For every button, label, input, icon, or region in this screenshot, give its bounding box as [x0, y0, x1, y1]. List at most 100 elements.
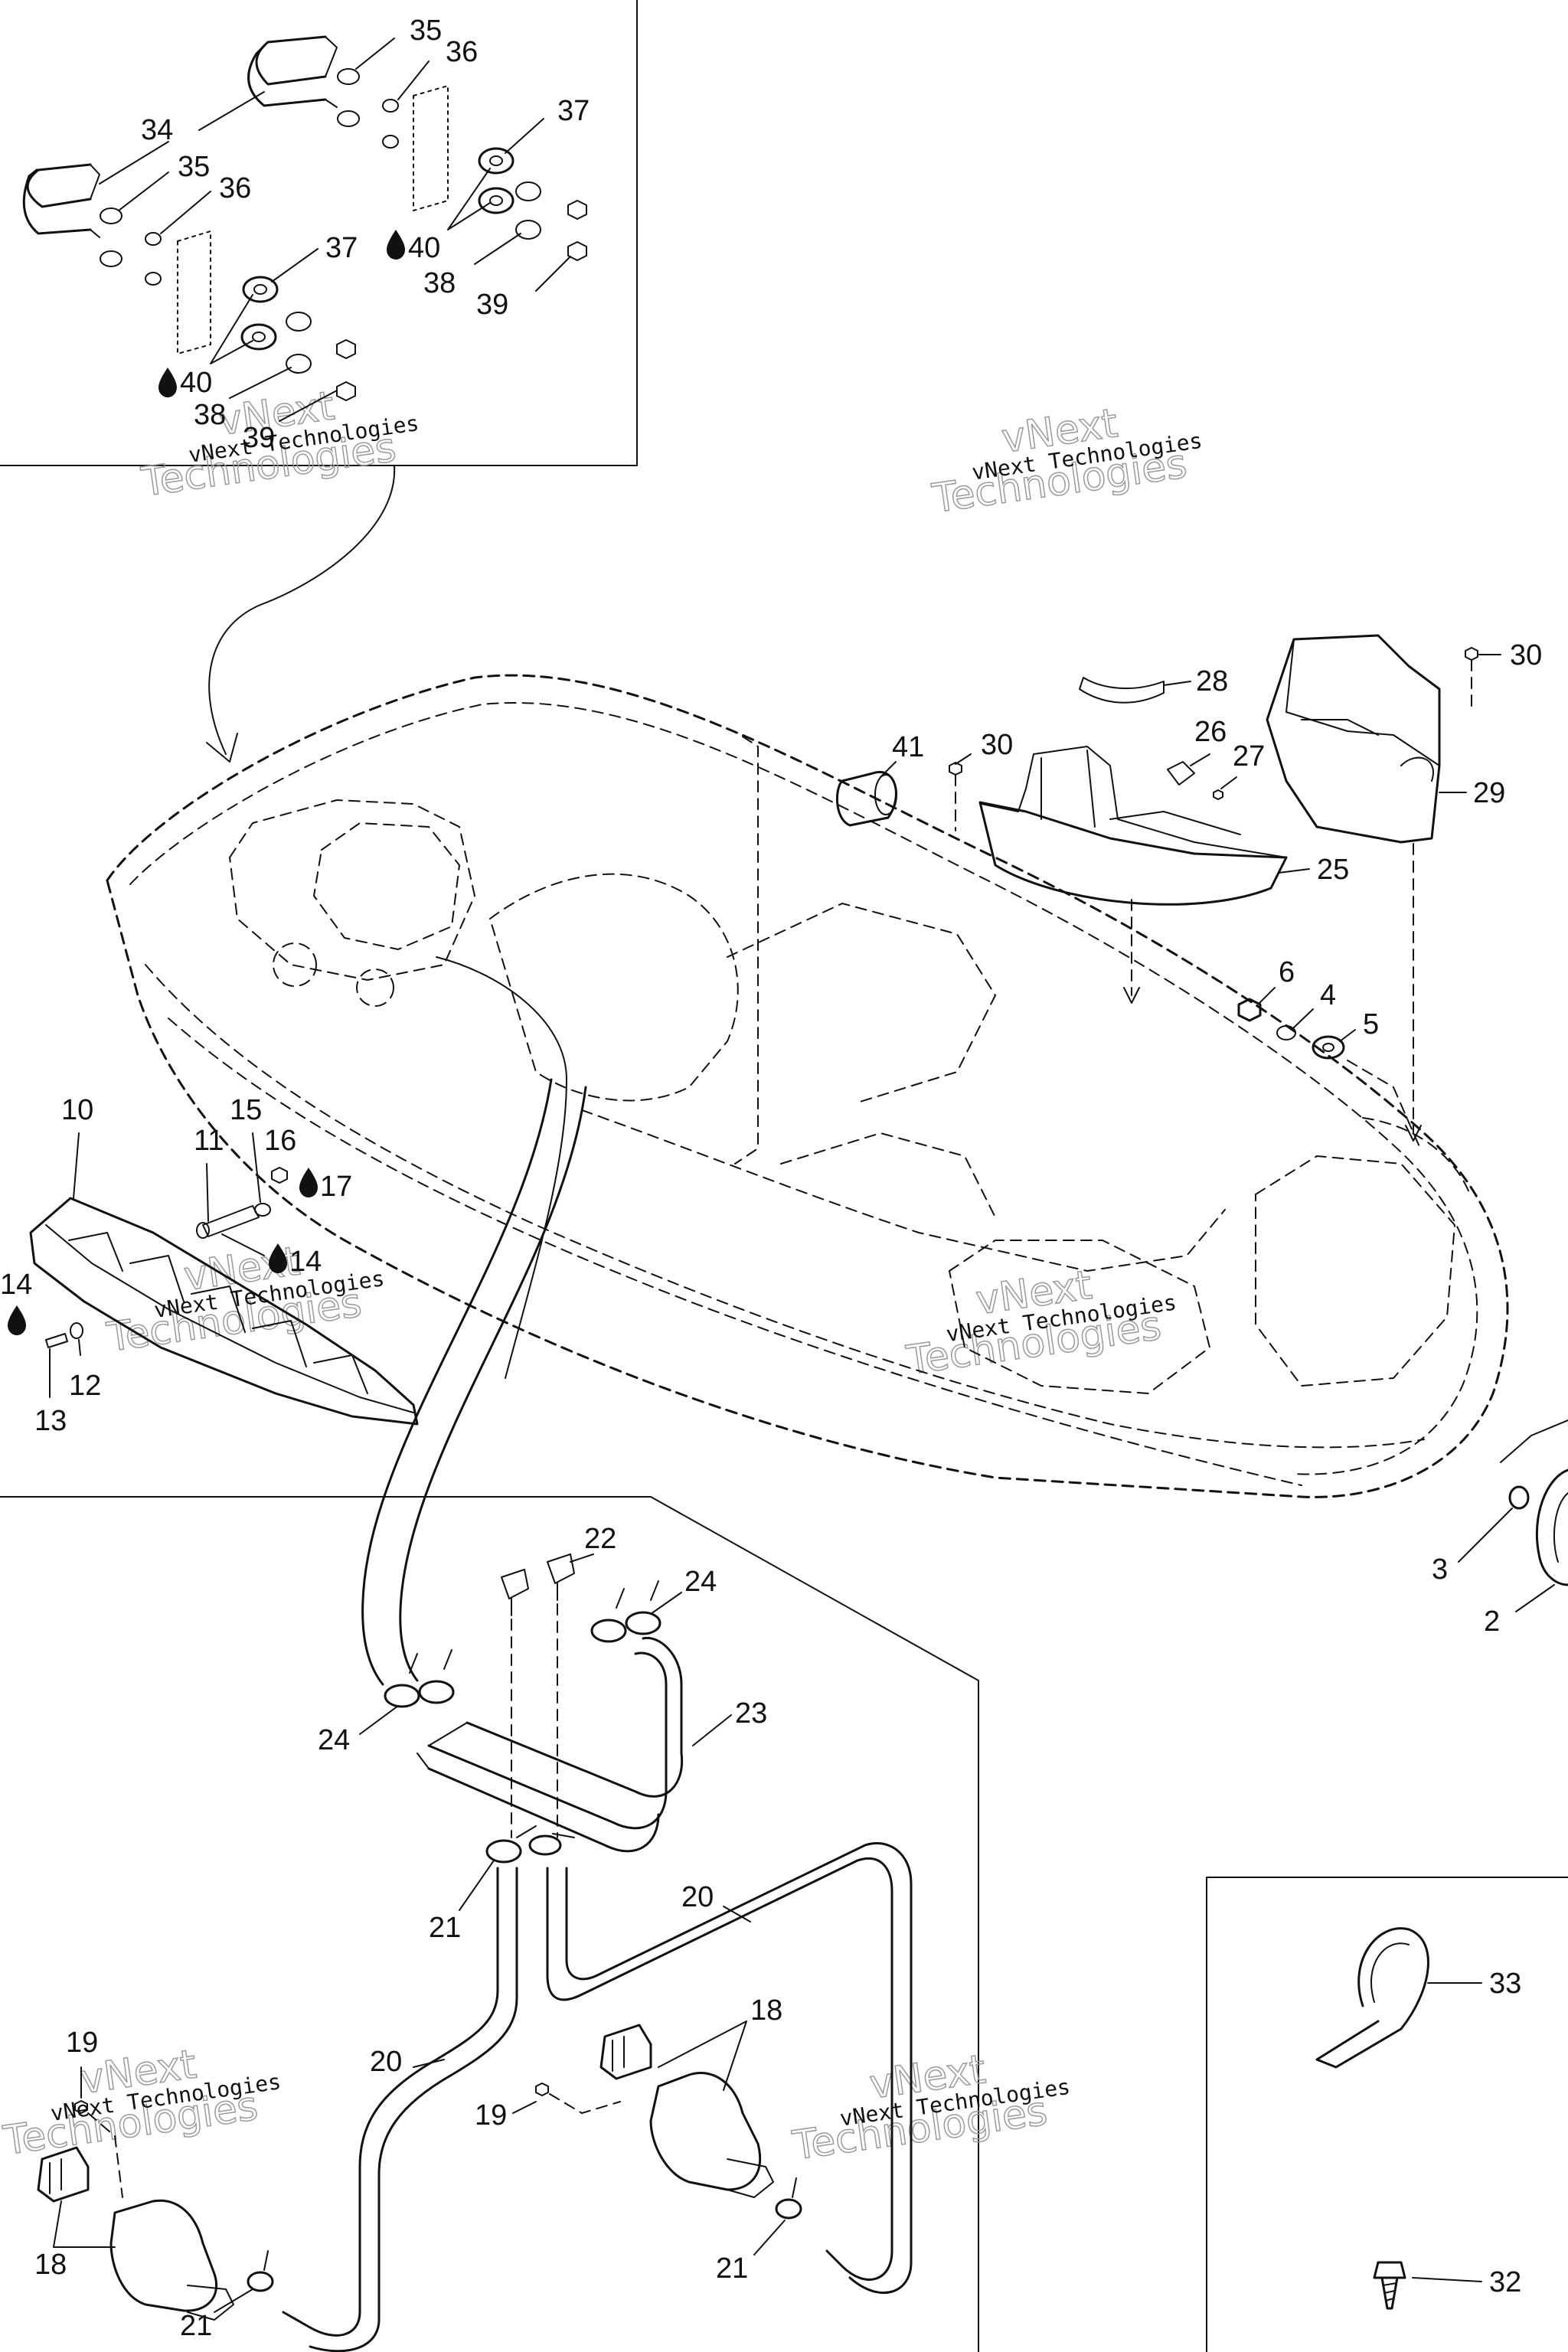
callout-2: 2	[1484, 1606, 1500, 1638]
grab-handle-upper-tip	[325, 36, 338, 108]
hose-23-a	[466, 1636, 684, 1798]
callout-13: 13	[34, 1405, 67, 1437]
washer-c	[286, 312, 312, 332]
inset-frame-top-left	[0, 0, 638, 466]
clamp-inset-parts	[1315, 1927, 1429, 2310]
callout-39-upper: 39	[476, 289, 508, 321]
washer-35-b	[337, 110, 360, 127]
leader-15	[252, 1132, 261, 1203]
leader-39b	[279, 390, 338, 422]
glovebox-29-top	[1285, 639, 1440, 766]
leader-24a	[359, 1705, 399, 1735]
watermarks: vNext Technologies vNext Technologies vN…	[0, 383, 1204, 2171]
grab-handle-assembly	[22, 35, 587, 401]
screw-19-a	[74, 2100, 88, 2114]
storage-bin-assembly	[734, 677, 1288, 1165]
cable-tie-33	[1315, 1927, 1429, 2069]
grab-handle-lower-inner	[22, 168, 92, 235]
washer-d	[286, 354, 312, 374]
hose-assembly	[37, 1078, 913, 2352]
callout-6: 6	[1279, 956, 1295, 988]
callout-18-right: 18	[750, 1994, 782, 2027]
callout-34: 34	[141, 114, 173, 146]
callout-19-left: 19	[66, 2027, 98, 2059]
hull-bow-rim	[1362, 1117, 1471, 1195]
washer-35-d	[100, 250, 122, 267]
callout-5: 5	[1363, 1008, 1379, 1040]
nut-39-b	[567, 241, 587, 261]
hull-port-left	[273, 942, 317, 987]
storage-bin-25-rim	[981, 746, 1287, 858]
leader-26	[1190, 753, 1210, 766]
washer-36-a	[382, 99, 399, 113]
clamp-24-c	[590, 1619, 627, 1643]
leader-40b	[210, 294, 253, 364]
hose-23-b	[427, 1651, 668, 1830]
bow-eye-leader	[1500, 1419, 1568, 1463]
washer-38-b	[240, 323, 277, 351]
callout-40-lower: 40	[180, 367, 212, 399]
bailer-18-left-nozzle	[187, 2285, 234, 2321]
leader-28	[1163, 681, 1191, 686]
washer-38-a-hole	[489, 195, 503, 206]
hose-20-right	[546, 1857, 893, 2281]
bow-eye-assembly	[1500, 1419, 1568, 1586]
washer-37-a-hole	[489, 155, 503, 166]
hull-rear-box	[313, 822, 460, 950]
leader-6	[1259, 987, 1276, 1004]
clamp-24-d	[625, 1611, 662, 1635]
storage-bin-25	[978, 801, 1288, 906]
leader-35a	[355, 38, 395, 70]
callout-36-upper: 36	[446, 36, 478, 68]
screw-30-b	[1465, 647, 1478, 661]
leader-23	[692, 1714, 732, 1746]
callout-32: 32	[1489, 2266, 1521, 2298]
callout-leaders	[49, 38, 1555, 2313]
screw-27	[1213, 789, 1223, 800]
hose-guide-line	[734, 736, 759, 1165]
callout-38-lower: 38	[194, 399, 226, 431]
leader-2	[1515, 1584, 1555, 1612]
leader-20a	[413, 2059, 445, 2068]
hull-deck-ribs	[727, 903, 996, 1218]
leader-37a	[505, 118, 544, 154]
drain-plug-18-right-detail	[612, 2036, 625, 2072]
bow-eye-2	[1535, 1468, 1568, 1586]
screw-11	[202, 1205, 260, 1237]
clamp-24-ab-tabs	[409, 1649, 452, 1674]
drop-icon-40a	[387, 230, 405, 260]
clamp-21-ab-tabs	[516, 1825, 575, 1838]
clamp-24-cd-tabs	[616, 1580, 659, 1609]
watermark-6: vNext Technologies vNext Technologies	[789, 2046, 1072, 2170]
sponson-10	[29, 1197, 419, 1426]
drain-hose-main-b	[399, 1086, 587, 1682]
callout-41: 41	[892, 731, 924, 763]
clamp-24-b	[418, 1680, 455, 1704]
leader-4	[1293, 1008, 1314, 1028]
washer-38-b-hole	[252, 332, 266, 342]
leader-37b	[271, 248, 318, 283]
leader-19b	[512, 2101, 537, 2114]
bow-eye-guide	[1347, 1060, 1421, 1149]
leader-25	[1278, 868, 1310, 874]
callout-24-right: 24	[684, 1566, 717, 1598]
drain-hose-main	[361, 1078, 553, 1686]
nut-39-d	[336, 381, 356, 401]
callout-30-bin: 30	[981, 729, 1013, 761]
leader-40a	[447, 168, 491, 230]
callout-39-lower: 39	[243, 422, 275, 454]
leader-12	[78, 1339, 81, 1356]
inset-leader-arrow	[208, 465, 396, 755]
glovebox-guide-arrow	[1405, 1125, 1422, 1142]
callout-12: 12	[69, 1370, 101, 1402]
callout-17: 17	[320, 1171, 352, 1203]
callout-25: 25	[1317, 854, 1349, 886]
leader-22	[570, 1553, 594, 1563]
screw-19-a-guide	[87, 2112, 123, 2198]
callout-11: 11	[194, 1125, 224, 1157]
hull-footwell	[581, 1109, 1226, 1272]
cable-tie-33-inner	[1370, 1942, 1410, 2003]
callout-38-upper: 38	[423, 267, 456, 299]
watermark-3: vNext Technologies vNext Technologies	[103, 1238, 386, 1362]
